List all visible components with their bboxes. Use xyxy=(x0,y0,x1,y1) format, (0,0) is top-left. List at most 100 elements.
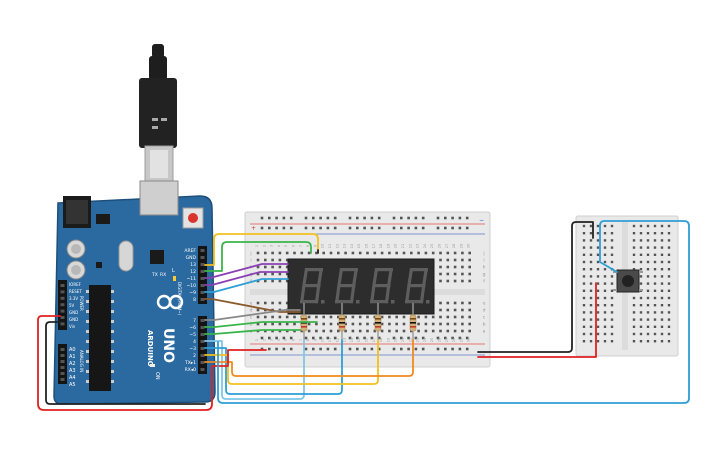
wire-lightblue-pin4[interactable] xyxy=(204,339,305,400)
column-number-top: 26 xyxy=(438,244,442,248)
row-letter: e xyxy=(483,302,486,307)
column-number-bottom: 21 xyxy=(401,338,405,342)
wire-purple-pin11[interactable] xyxy=(204,263,289,279)
column-number-bottom: 25 xyxy=(430,338,434,342)
column-number-top: 11 xyxy=(328,244,332,248)
column-number-top: 20 xyxy=(394,244,398,248)
column-number-top: 15 xyxy=(357,244,361,248)
wire-blue-pin3[interactable] xyxy=(204,339,343,395)
push-button[interactable] xyxy=(613,269,643,293)
power-pin-label: Vin xyxy=(69,324,76,329)
wire-black-rail-to-small[interactable] xyxy=(477,221,594,353)
analog-pin-label: A5 xyxy=(69,382,76,388)
power-pin-label: 5V xyxy=(69,303,75,308)
wire-red-5v[interactable] xyxy=(37,315,267,411)
resistor[interactable] xyxy=(409,303,417,340)
analog-pin-label: A4 xyxy=(69,375,76,381)
column-number-top: 9 xyxy=(313,245,317,247)
digital-header-high xyxy=(198,246,207,304)
wire-black-gnd[interactable] xyxy=(45,321,206,405)
row-letter: j xyxy=(249,251,251,257)
row-letter: g xyxy=(483,273,486,278)
digital-pin-label: ~5 xyxy=(189,332,196,338)
display-digit: 8. xyxy=(370,268,395,304)
wire-red-rail-to-small[interactable] xyxy=(477,282,597,358)
display-digit: 8. xyxy=(405,268,430,304)
rail-plus-label: + xyxy=(251,225,256,232)
column-number-bottom: 18 xyxy=(379,338,383,342)
wire-yellow-pin13[interactable] xyxy=(204,233,319,266)
wire-yellow-pin2[interactable] xyxy=(204,339,379,385)
row-letter: a xyxy=(483,330,486,335)
digital-pin-label: 4 xyxy=(193,339,196,345)
column-number-bottom: 28 xyxy=(452,338,456,342)
row-letter: c xyxy=(483,316,486,321)
digital-pin-label: AREF xyxy=(184,248,196,254)
wire-green-pin6[interactable] xyxy=(204,321,318,328)
column-number-top: 10 xyxy=(321,244,325,248)
row-letter: b xyxy=(250,322,253,328)
column-number-top: 2 xyxy=(262,245,266,247)
column-number-top: 21 xyxy=(401,244,405,248)
column-number-bottom: 5 xyxy=(284,339,288,341)
column-number-bottom: 30 xyxy=(467,338,471,342)
resistor[interactable] xyxy=(374,303,382,340)
column-number-bottom: 20 xyxy=(394,338,398,342)
wire-brown-pin8[interactable] xyxy=(204,298,301,313)
digital-pin-label: ~6 xyxy=(189,325,196,331)
row-letter: b xyxy=(483,322,486,328)
column-number-top: 29 xyxy=(459,244,463,248)
column-number-bottom: 7 xyxy=(299,339,303,341)
analog-pin-label: A3 xyxy=(69,368,76,374)
column-number-top: 14 xyxy=(350,243,354,248)
column-number-bottom: 17 xyxy=(372,338,376,342)
column-number-top: 3 xyxy=(270,245,274,247)
display-digit: 8. xyxy=(300,268,325,304)
row-letter: e xyxy=(250,302,253,307)
analog-section-label: ANALOG IN xyxy=(79,350,84,372)
resistor[interactable] xyxy=(338,303,346,340)
column-number-top: 17 xyxy=(372,244,376,248)
usb-cable[interactable] xyxy=(139,44,177,183)
column-number-top: 19 xyxy=(386,244,390,248)
column-number-top: 1 xyxy=(255,245,259,247)
analog-pin-label: A2 xyxy=(69,361,76,367)
column-number-bottom: 23 xyxy=(416,338,420,342)
column-number-bottom: 4 xyxy=(277,338,281,341)
display-digit: 8. xyxy=(335,268,360,304)
column-number-bottom: 29 xyxy=(459,338,463,342)
column-number-top: 16 xyxy=(365,244,369,248)
wire-green2-pin5[interactable] xyxy=(204,329,301,335)
column-number-bottom: 16 xyxy=(365,338,369,342)
wire-purple2-pin10[interactable] xyxy=(204,271,289,286)
column-number-top: 22 xyxy=(408,244,412,248)
column-number-top: 7 xyxy=(299,245,303,247)
row-letter: d xyxy=(250,308,253,314)
led-label: RX xyxy=(160,272,166,278)
row-letter: h xyxy=(483,265,486,271)
wire-orange-seg[interactable] xyxy=(204,339,414,377)
seven-segment-display[interactable]: 8. 8. 8. 8. xyxy=(287,258,435,315)
atmega-chip xyxy=(89,285,111,391)
digital-pin-label: 13 xyxy=(190,262,196,268)
digital-pin-label: 12 xyxy=(190,269,196,275)
row-letter: d xyxy=(483,308,486,314)
row-letter: i xyxy=(250,258,251,264)
digital-section-label: DIGITAL (PWM~) xyxy=(177,282,182,316)
wire-green-pin12[interactable] xyxy=(204,241,312,272)
analog-header xyxy=(58,344,67,384)
column-number-top: 13 xyxy=(343,244,347,248)
power-pin-label: IOREF xyxy=(69,282,82,287)
digital-pin-label: ~3 xyxy=(189,346,196,352)
arduino-logo-icon xyxy=(156,294,184,310)
column-number-top: 8 xyxy=(306,245,310,247)
wire-blue-button[interactable] xyxy=(217,220,690,404)
wire-blue-pin9[interactable] xyxy=(204,278,289,293)
wire-gray-pin7[interactable] xyxy=(204,309,301,321)
column-number-bottom: 3 xyxy=(270,339,274,341)
column-number-bottom: 15 xyxy=(357,338,361,342)
column-number-bottom: 6 xyxy=(292,339,296,341)
